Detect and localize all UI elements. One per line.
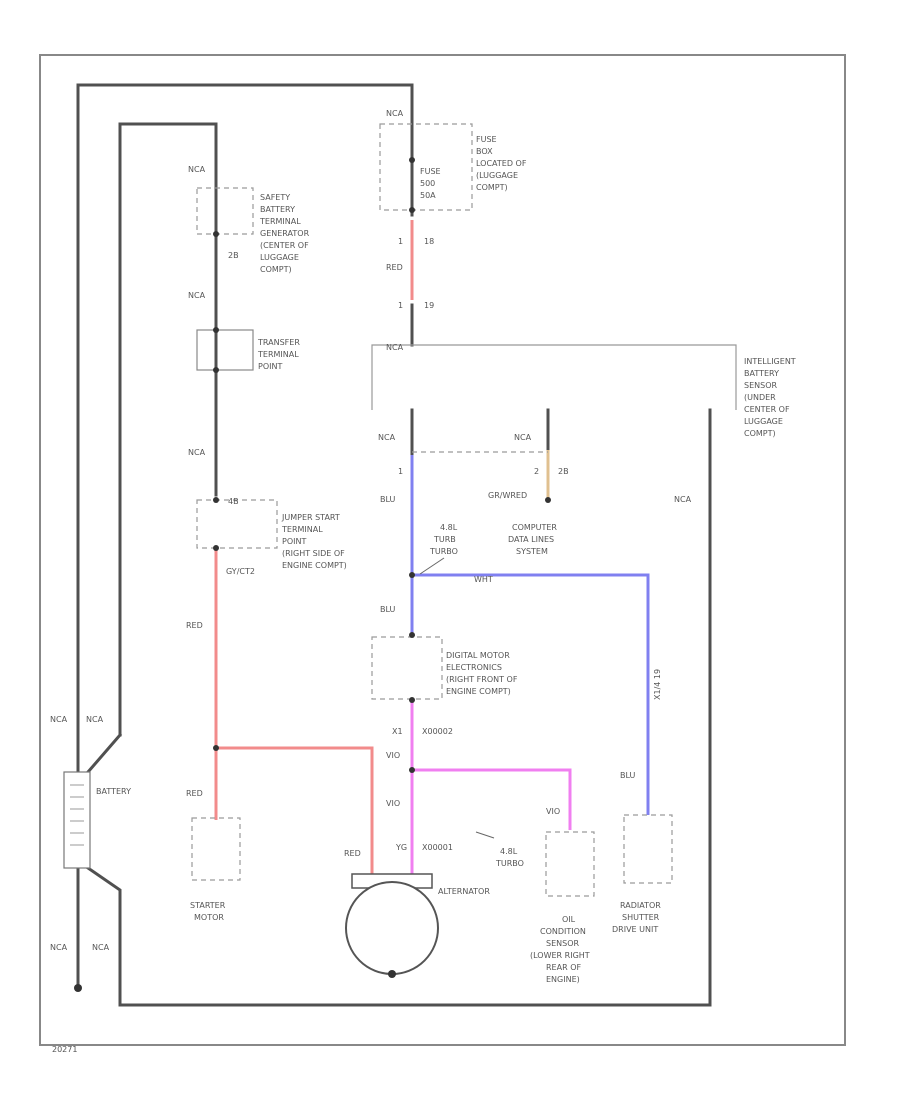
junction-dot xyxy=(545,497,551,503)
nca-label: NCA xyxy=(514,433,532,442)
nca-label: NCA xyxy=(188,165,206,174)
wire-battery-link-low xyxy=(85,408,712,1007)
turbo-note-label: 4.8L TURBO xyxy=(495,847,524,868)
junction-dot xyxy=(409,697,415,703)
jumper-start-outline xyxy=(196,499,278,549)
starter-label: STARTER MOTOR xyxy=(190,901,228,922)
wire-battery-main-inner xyxy=(118,122,218,737)
junction-dot xyxy=(213,231,219,237)
wire-color-label: BLU xyxy=(620,771,636,780)
nca-label: NCA xyxy=(86,715,104,724)
wire-color-label: RED xyxy=(344,849,361,858)
dme-label: DIGITAL MOTOR ELECTRONICS (RIGHT FRONT O… xyxy=(446,651,520,696)
code-label: X00001 xyxy=(422,843,453,852)
junction-dot xyxy=(213,367,219,373)
wire-red-alternator xyxy=(216,746,374,880)
starter-outline xyxy=(191,817,241,881)
nca-label: NCA xyxy=(50,943,68,952)
cdl-label: COMPUTER DATA LINES SYSTEM xyxy=(508,523,560,556)
rsdu-label: RADIATOR SHUTTER DRIVE UNIT xyxy=(612,901,663,934)
engine-turbo-label: 4.8L TURB TURBO xyxy=(429,523,460,556)
ground-terminal-dot xyxy=(74,984,82,992)
pin-label: 2B xyxy=(228,251,239,260)
junction-dot xyxy=(409,767,415,773)
junction-dot xyxy=(213,545,219,551)
rsdu-outline xyxy=(623,814,673,884)
pin-label: 1 xyxy=(398,467,403,476)
wire-color-label: BLU xyxy=(380,605,396,614)
ground-label: GR/WRED xyxy=(488,491,527,500)
pin-label: 1 xyxy=(398,237,403,246)
nca-label-fuse: NCA xyxy=(386,109,404,118)
code-label: GY/CT2 xyxy=(226,567,255,576)
nca-label: NCA xyxy=(378,433,396,442)
wire-color-label: VIO xyxy=(386,751,400,760)
fuse-label: FUSE 500 50A xyxy=(420,167,443,200)
side-code-label: X1/4 19 xyxy=(653,669,662,700)
wire-color-label: WHT xyxy=(474,575,493,584)
safety-terminal-label: SAFETY BATTERY TERMINAL GENERATOR (CENTE… xyxy=(259,193,312,274)
diagram-frame xyxy=(39,54,846,1046)
wire-color-label: VIO xyxy=(386,799,400,808)
alternator-label: ALTERNATOR xyxy=(438,887,490,896)
wire-color-label: RED xyxy=(186,621,203,630)
pin-label: 2B xyxy=(558,467,569,476)
wire-blu-cdl xyxy=(412,573,650,815)
wire-color-label: RED xyxy=(386,263,403,272)
safety-terminal-outline xyxy=(196,187,254,235)
nca-label: NCA xyxy=(92,943,110,952)
oil-sensor-outline xyxy=(545,831,595,897)
ibs-label: INTELLIGENT BATTERY SENSOR (UNDER CENTER… xyxy=(744,357,798,438)
nca-label: NCA xyxy=(188,291,206,300)
wire-pnk-oil xyxy=(412,768,572,830)
pin-label: 4B xyxy=(228,497,239,506)
oil-sensor-label: OIL CONDITION SENSOR (LOWER RIGHT REAR O… xyxy=(530,915,592,984)
junction-dot xyxy=(409,157,415,163)
nca-label: NCA xyxy=(188,448,206,457)
code-label: X00002 xyxy=(422,727,453,736)
nca-label: NCA xyxy=(386,343,404,352)
dme-outline xyxy=(371,636,443,700)
junction-dot xyxy=(213,327,219,333)
battery-label: BATTERY xyxy=(96,787,131,796)
wire-color-label: BLU xyxy=(380,495,396,504)
wire-color-label: VIO xyxy=(546,807,560,816)
turbo-pointer-arrow xyxy=(419,557,445,575)
nca-label: NCA xyxy=(674,495,692,504)
pin-label: 2 xyxy=(534,467,539,476)
fuse-box-outline xyxy=(379,123,473,211)
pin-label: X1 xyxy=(392,727,403,736)
wire-color-label: RED xyxy=(186,789,203,798)
junction-dot xyxy=(409,572,415,578)
pin-label: 19 xyxy=(424,301,434,310)
fuse-box-label: FUSE BOX LOCATED OF (LUGGAGE COMPT) xyxy=(476,135,529,192)
junction-dot xyxy=(409,632,415,638)
battery-icon xyxy=(63,771,91,869)
junction-dot xyxy=(213,497,219,503)
transfer-terminal-label: TRANSFER TERMINAL POINT xyxy=(257,338,302,371)
ibs-outline xyxy=(371,344,737,410)
turbo-pointer-arrow xyxy=(475,831,495,839)
alternator-icon xyxy=(345,873,439,978)
wire-battery-main-outer xyxy=(76,83,414,987)
junction-dot xyxy=(409,207,415,213)
pin-label: YG xyxy=(395,843,407,852)
junction-dot xyxy=(213,745,219,751)
diagram-id-label: 20271 xyxy=(52,1045,77,1054)
pin-label: 18 xyxy=(424,237,434,246)
wire-battery-link-left xyxy=(85,732,123,775)
pin-label: 1 xyxy=(398,301,403,310)
jumper-start-label: JUMPER START TERMINAL POINT (RIGHT SIDE … xyxy=(281,513,347,570)
nca-label: NCA xyxy=(50,715,68,724)
transfer-terminal-box xyxy=(196,329,254,371)
